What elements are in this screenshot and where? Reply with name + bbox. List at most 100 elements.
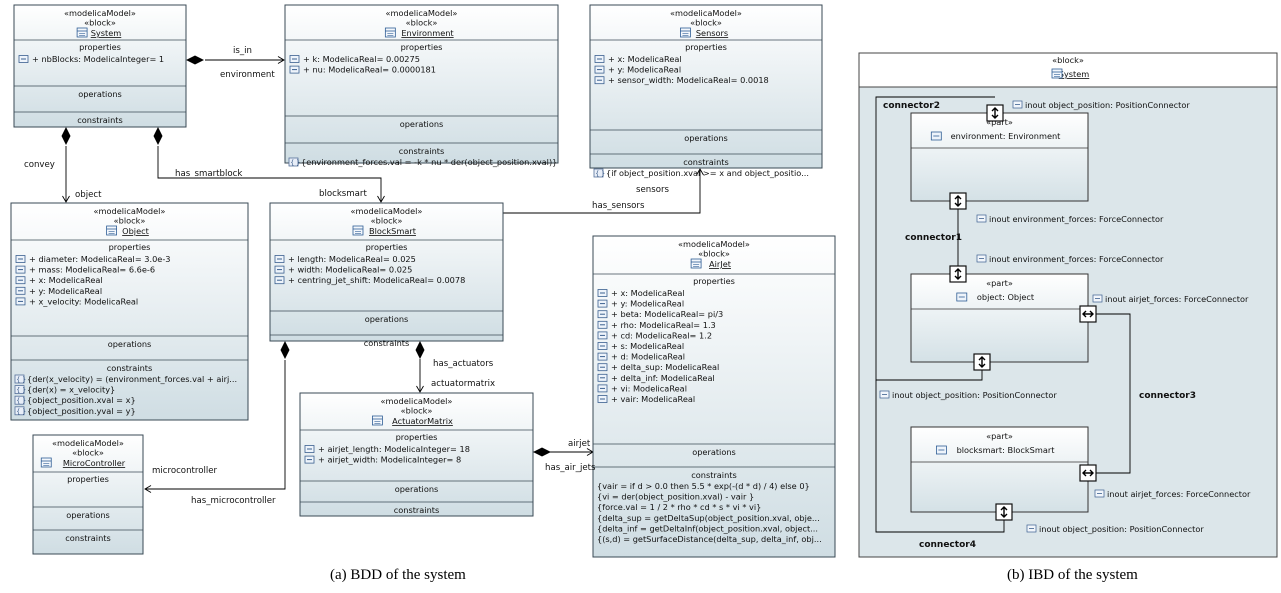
block-blocksmart[interactable]: «modelicaModel»«block»BlockSmartproperti… xyxy=(269,202,504,348)
property-item: + centring_jet_shift: ModelicaReal= 0.00… xyxy=(288,275,465,285)
properties-heading: properties xyxy=(401,42,443,52)
property-item: + nu: ModelicaReal= 0.0000181 xyxy=(303,65,436,75)
property-item: + width: ModelicaReal= 0.025 xyxy=(288,265,412,275)
association-name: has_smartblock xyxy=(175,169,242,179)
composition-diamond xyxy=(533,447,551,457)
constraint-icon: { } xyxy=(14,406,26,416)
block-environment[interactable]: «modelicaModel»«block»Environmentpropert… xyxy=(284,4,559,167)
stereotype-block: «block» xyxy=(401,406,433,416)
property-icon xyxy=(15,276,26,285)
part-object[interactable]: «part»object: Object xyxy=(910,273,1089,363)
stereotype-modelica: «modelicaModel» xyxy=(381,396,453,406)
operations-heading: operations xyxy=(365,314,409,324)
operations-heading: operations xyxy=(66,510,110,520)
block-name: BlockSmart xyxy=(369,226,417,236)
property-item: + delta_sup: ModelicaReal xyxy=(611,362,719,372)
property-item: + s: ModelicaReal xyxy=(611,341,684,351)
association-line xyxy=(157,146,382,202)
association-has_actuators[interactable] xyxy=(415,341,425,393)
port-name: inout object_position: PositionConnector xyxy=(1039,524,1204,534)
property-icon xyxy=(15,286,26,295)
property-icon xyxy=(304,445,315,453)
properties-heading: properties xyxy=(109,242,151,252)
stereotype-block: «block» xyxy=(84,18,116,28)
constraints-heading: constraints xyxy=(65,533,111,543)
part-blocksmart[interactable]: «part»blocksmart: BlockSmart xyxy=(910,426,1089,513)
block-icon-frame xyxy=(690,258,702,269)
block-microcontroller[interactable]: «modelicaModel»«block»MicroControllerpro… xyxy=(32,434,144,555)
bidirectional-arrow-icon xyxy=(954,195,962,207)
association-has_microcontroller[interactable] xyxy=(144,341,290,493)
property-icon xyxy=(597,331,608,340)
block-sensors[interactable]: «modelicaModel»«block»Sensorsproperties+… xyxy=(589,4,823,178)
block-actuatormatrix[interactable]: «modelicaModel»«block»ActuatorMatrixprop… xyxy=(299,392,534,517)
constraint-icon-glyph: { } xyxy=(16,377,26,384)
connector-name: connector2 xyxy=(883,101,940,111)
constraint-icon-frame xyxy=(14,385,25,395)
ibd-header xyxy=(858,52,1278,88)
property-item: + rho: ModelicaReal= 1.3 xyxy=(611,320,716,330)
property-item: + x: ModelicaReal xyxy=(611,288,685,298)
block-airjet[interactable]: «modelicaModel»«block»AirJetproperties+ … xyxy=(592,235,836,558)
constraint-icon-glyph: { } xyxy=(16,398,26,405)
port-name: inout airjet_forces: ForceConnector xyxy=(1105,294,1249,304)
association-role: blocksmart xyxy=(319,189,367,199)
flow-port[interactable] xyxy=(949,265,967,283)
flow-port[interactable] xyxy=(995,503,1013,521)
association-convey[interactable] xyxy=(61,127,71,203)
block-icon-frame xyxy=(106,225,117,236)
operations-heading: operations xyxy=(684,133,728,143)
block-icon-frame xyxy=(384,27,396,38)
ibd-frame-name: System xyxy=(1059,69,1090,79)
block-object[interactable]: «modelicaModel»«block»Objectproperties+ … xyxy=(10,202,249,421)
property-item: + airjet_width: ModelicaInteger= 8 xyxy=(318,455,461,465)
flow-port[interactable] xyxy=(949,192,967,210)
property-icon xyxy=(15,255,26,263)
bdd-caption: (a) BDD of the system xyxy=(330,567,466,583)
block-icon xyxy=(352,225,364,236)
stereotype-block: «block» xyxy=(371,216,403,226)
ibd-connectors[interactable] xyxy=(875,96,1131,533)
flow-port[interactable] xyxy=(973,353,991,371)
property-icon xyxy=(597,310,608,319)
part-stereotype: «part» xyxy=(986,278,1013,288)
block-frame xyxy=(589,4,823,169)
block-icon xyxy=(690,258,702,269)
block-icon-frame xyxy=(371,415,383,426)
navigation-arrowhead xyxy=(144,485,152,493)
association-name: has_sensors xyxy=(592,201,645,211)
property-item: + x: ModelicaReal xyxy=(608,54,682,64)
constraint-item: {force.val = 1 / 2 * rho * cd * s * vi *… xyxy=(597,502,761,512)
property-icon xyxy=(15,297,26,306)
properties-heading: properties xyxy=(79,42,121,52)
property-icon xyxy=(597,352,608,361)
property-icon xyxy=(15,265,26,274)
block-system[interactable]: «modelicaModel»«block»Systemproperties+ … xyxy=(13,4,187,128)
part-environment[interactable]: «part»environment: Environment xyxy=(910,112,1089,202)
association-name: has_microcontroller xyxy=(191,496,276,506)
connector-line xyxy=(875,380,1005,533)
association-is_in[interactable] xyxy=(186,55,285,65)
property-icon xyxy=(594,65,605,74)
constraint-icon: { } xyxy=(288,157,300,167)
navigation-arrowhead xyxy=(62,195,70,203)
flow-port[interactable] xyxy=(986,104,1004,122)
flow-port[interactable] xyxy=(1079,464,1097,482)
connector-name: connector3 xyxy=(1139,391,1196,401)
association-has_smartblock[interactable] xyxy=(153,127,385,203)
association-name: is_in xyxy=(233,46,252,56)
property-item: + y: ModelicaReal xyxy=(608,65,681,75)
ibd-caption: (b) IBD of the system xyxy=(1007,567,1138,583)
association-line xyxy=(145,360,286,490)
operations-heading: operations xyxy=(400,119,444,129)
diagram-canvas: «modelicaModel»«block»Systemproperties+ … xyxy=(10,4,1278,558)
property-icon xyxy=(594,76,605,85)
port-label: inout object_position: PositionConnector xyxy=(1026,524,1204,534)
operations-heading: operations xyxy=(78,89,122,99)
constraint-icon-frame xyxy=(14,406,25,416)
constraint-icon: { } xyxy=(14,395,26,405)
constraints-heading: constraints xyxy=(691,470,737,480)
flow-port[interactable] xyxy=(1079,305,1097,323)
properties-heading: properties xyxy=(366,242,408,252)
constraints-heading: constraints xyxy=(364,338,410,348)
